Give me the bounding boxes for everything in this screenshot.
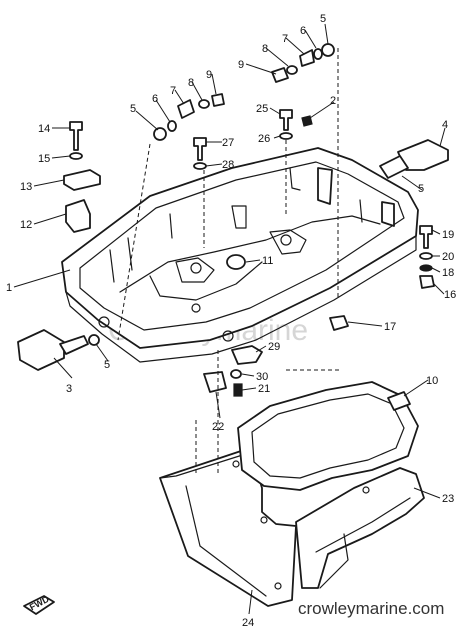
part-3-lever [17,329,89,371]
callout-5-c: 5 [418,183,424,195]
callout-5-d: 5 [104,359,110,371]
callout-12: 12 [20,219,32,231]
part-21-screw [233,383,243,397]
callout-23: 23 [442,493,454,505]
callout-15: 15 [38,153,50,165]
part-11-plug [226,254,246,270]
callout-9-a: 9 [206,69,212,81]
part-6-nut-a [167,120,177,132]
part-5-grommet-a [153,127,167,141]
callout-8-b: 8 [262,43,268,55]
callout-14: 14 [38,123,50,135]
callout-4: 4 [442,119,448,131]
part-7-clip-a [177,99,195,119]
part-18-washer [419,264,433,272]
callout-16: 16 [444,289,456,301]
callout-22: 22 [212,421,224,433]
part-9-screw-b [271,67,289,83]
part-6-nut-b [313,48,323,60]
part-16-nut [419,275,435,289]
callout-numbers: 1 2 3 4 5 5 5 5 6 6 7 7 8 8 9 9 10 11 12… [6,13,456,629]
callout-5-a: 5 [130,103,136,115]
part-29-fitting [231,345,263,365]
part-4-lever [379,139,449,179]
callout-7-a: 7 [170,85,176,97]
seal-frame [237,381,419,491]
callout-24: 24 [242,617,254,629]
part-28-washer [193,162,207,170]
callout-21: 21 [258,383,270,395]
part-9-screw-a [211,93,225,107]
callout-5-b: 5 [320,13,326,25]
part-14-bolt [69,121,83,151]
callout-6-b: 6 [300,25,306,37]
callout-30: 30 [256,371,268,383]
part-26-washer [279,132,293,140]
part-5-grommet-b [321,43,335,57]
callout-2: 2 [330,95,336,107]
part-13-bracket [63,169,101,191]
part-22-housing [203,371,227,393]
callout-9-b: 9 [238,59,244,71]
fwd-arrow: FWD [23,594,55,615]
side-cover [295,467,425,589]
part-7-clip-b [299,49,315,67]
callout-28: 28 [222,159,234,171]
callout-3: 3 [66,383,72,395]
part-19-bolt [419,225,433,249]
part-30-washer [230,369,242,379]
callout-27: 27 [222,137,234,149]
callout-18: 18 [442,267,454,279]
callout-1: 1 [6,282,12,294]
leader-lines [13,23,446,615]
callout-10: 10 [426,375,438,387]
callout-29: 29 [268,341,280,353]
callout-7-b: 7 [282,33,288,45]
callout-17: 17 [384,321,396,333]
part-8-washer-a [198,99,210,109]
part-27-bolt [193,137,207,161]
part-12-block [65,199,91,233]
callout-19: 19 [442,229,454,241]
bottom-cowling [61,147,419,363]
callout-20: 20 [442,251,454,263]
part-20-washer [419,252,433,260]
part-17-grommet [329,315,349,331]
callout-25: 25 [256,103,268,115]
part-15-washer [69,152,83,160]
part-5-grommet-c [88,334,100,346]
part-8-washer-b [286,65,298,75]
part-25-screw [279,109,293,131]
callout-6-a: 6 [152,93,158,105]
callout-11: 11 [262,255,273,267]
site-url: crowleymarine.com [298,599,444,618]
callout-8-a: 8 [188,77,194,89]
callout-26: 26 [258,133,270,145]
part-2-nut [301,115,313,127]
callout-13: 13 [20,181,32,193]
